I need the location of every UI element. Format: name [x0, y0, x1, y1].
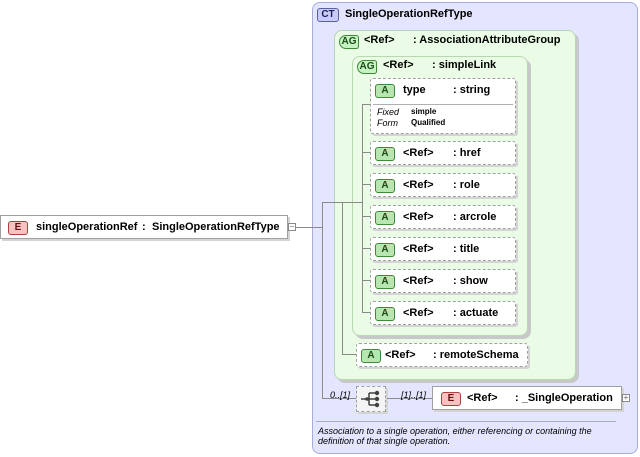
attribute-badge: A: [375, 179, 395, 193]
attribute-divider: [373, 104, 513, 105]
fixed-value: simple: [411, 107, 437, 116]
href-attribute-ref: <Ref>: [403, 147, 434, 159]
association-group-ref: <Ref>: [364, 34, 395, 46]
type-attribute-type: : string: [453, 84, 491, 96]
single-operation-element-box[interactable]: E <Ref> : _SingleOperation: [432, 386, 622, 410]
connector-line: [334, 202, 342, 203]
documentation-text: Association to a single operation, eithe…: [318, 426, 592, 446]
connector-line: [362, 312, 370, 313]
attribute-badge: A: [375, 147, 395, 161]
title-attribute-name: : title: [453, 243, 480, 255]
connector-line: [322, 398, 356, 399]
element-badge: E: [441, 392, 461, 406]
single-operation-name: : _SingleOperation: [515, 392, 613, 404]
connector-line: [342, 354, 356, 355]
connector-line: [296, 227, 312, 228]
connector-line: [362, 184, 370, 185]
root-element-separator: :: [142, 221, 146, 233]
connector-line: [362, 152, 370, 153]
connector-line: [322, 202, 323, 398]
attribute-badge: A: [375, 84, 395, 98]
element-badge: E: [8, 221, 28, 235]
connector-line: [322, 202, 334, 203]
connector-line: [362, 104, 363, 312]
show-attribute-name: : show: [453, 275, 488, 287]
attribute-badge: A: [375, 307, 395, 321]
form-label: Form: [377, 118, 398, 128]
complex-type-badge: CT: [317, 8, 339, 22]
href-attribute-box[interactable]: A <Ref> : href: [370, 141, 516, 165]
actuate-attribute-box[interactable]: A <Ref> : actuate: [370, 301, 516, 325]
actuate-attribute-ref: <Ref>: [403, 307, 434, 319]
connector-line: [312, 227, 322, 228]
choice-outer-multiplicity: 0..[1]: [330, 390, 351, 400]
attribute-badge: A: [375, 275, 395, 289]
role-attribute-ref: <Ref>: [403, 179, 434, 191]
connector-line: [362, 216, 370, 217]
simple-link-ref: <Ref>: [383, 59, 414, 71]
complex-type-name: SingleOperationRefType: [345, 8, 473, 20]
root-expand-toggle[interactable]: −: [288, 222, 296, 231]
connector-line: [342, 202, 343, 354]
root-element-type: SingleOperationRefType: [152, 221, 280, 233]
fixed-label: Fixed: [377, 107, 400, 117]
connector-line: [362, 104, 370, 105]
remote-schema-ref: <Ref>: [385, 349, 416, 361]
single-operation-ref: <Ref>: [467, 392, 498, 404]
attribute-badge: A: [375, 243, 395, 257]
simple-link-name: : simpleLink: [432, 59, 497, 71]
connector-line: [362, 248, 370, 249]
root-element-name: singleOperationRef: [36, 221, 138, 233]
title-attribute-box[interactable]: A <Ref> : title: [370, 237, 516, 261]
documentation-divider: [316, 421, 616, 422]
arcrole-attribute-ref: <Ref>: [403, 211, 434, 223]
connector-line: [342, 202, 352, 203]
arcrole-attribute-name: : arcrole: [453, 211, 497, 223]
title-attribute-ref: <Ref>: [403, 243, 434, 255]
attribute-badge: A: [361, 349, 381, 363]
href-attribute-name: : href: [453, 147, 481, 159]
attribute-badge: A: [375, 211, 395, 225]
remote-schema-name: : remoteSchema: [433, 349, 519, 361]
show-attribute-box[interactable]: A <Ref> : show: [370, 269, 516, 293]
role-attribute-name: : role: [453, 179, 480, 191]
remote-schema-attribute-box[interactable]: A <Ref> : remoteSchema: [356, 343, 528, 367]
form-value: Qualified: [411, 118, 446, 127]
attribute-group-badge: AG: [339, 35, 359, 49]
choice-icon: [361, 390, 380, 408]
choice-compositor[interactable]: [356, 386, 386, 412]
connector-line: [362, 280, 370, 281]
arcrole-attribute-box[interactable]: A <Ref> : arcrole: [370, 205, 516, 229]
choice-inner-multiplicity: [1]..[1]: [401, 390, 427, 400]
actuate-attribute-name: : actuate: [453, 307, 499, 319]
single-operation-expand-toggle[interactable]: +: [622, 393, 630, 402]
type-attribute-box[interactable]: A type : string Fixed simple Form Qualif…: [370, 78, 516, 134]
connector-line: [352, 202, 362, 203]
connector-line: [387, 398, 432, 399]
role-attribute-box[interactable]: A <Ref> : role: [370, 173, 516, 197]
attribute-group-badge: AG: [357, 60, 377, 74]
association-group-name: : AssociationAttributeGroup: [413, 34, 561, 46]
root-element-box[interactable]: E singleOperationRef : SingleOperationRe…: [0, 215, 288, 239]
type-attribute-name: type: [403, 84, 426, 96]
show-attribute-ref: <Ref>: [403, 275, 434, 287]
